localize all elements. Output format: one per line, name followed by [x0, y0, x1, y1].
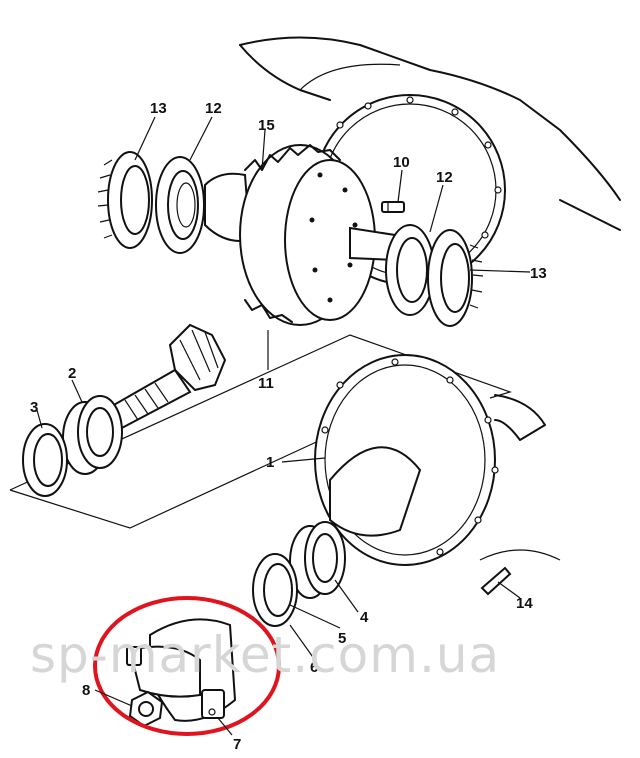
pinion-bearing-2 [62, 395, 123, 475]
callout-6: 6 [310, 659, 318, 676]
axle-housing-outline [239, 36, 621, 231]
watermark: sp-market.com.ua [30, 626, 500, 684]
bearing-4 [289, 521, 346, 599]
axle-casing-1 [314, 354, 561, 566]
callout-13-left: 13 [150, 100, 167, 117]
bolt-10 [381, 201, 405, 213]
callout-4: 4 [360, 609, 369, 626]
callout-1: 1 [266, 454, 274, 471]
highlight-ring [93, 596, 281, 736]
callout-15: 15 [258, 117, 275, 134]
leader-lines [36, 116, 531, 736]
bearing-cage-13-right [427, 229, 484, 327]
bearing-cup-12-left [155, 156, 205, 254]
seal-5 [252, 553, 298, 627]
bearing-cup-12-right [385, 224, 435, 316]
pinion-gear [103, 323, 227, 432]
callout-3: 3 [30, 399, 38, 416]
callout-12-right: 12 [436, 169, 453, 186]
callout-12-left: 12 [205, 100, 222, 117]
yoke-flange-7 [126, 618, 237, 722]
callout-5: 5 [338, 630, 346, 647]
callout-7: 7 [233, 736, 241, 753]
lower-panel-outline [9, 437, 326, 529]
crown-wheel-15 [204, 144, 396, 326]
callout-10: 10 [393, 154, 410, 171]
shim-3 [22, 423, 68, 497]
callout-13-right: 13 [530, 265, 547, 282]
pin-14 [480, 566, 512, 596]
bearing-cage-13-left [97, 151, 153, 249]
callout-2: 2 [68, 365, 76, 382]
callout-11: 11 [258, 375, 274, 392]
nut-8 [128, 690, 164, 728]
callout-labels: 13 12 15 10 12 13 11 2 3 1 4 5 6 14 7 8 [30, 100, 547, 753]
callout-8: 8 [82, 682, 90, 699]
callout-14: 14 [516, 595, 533, 612]
